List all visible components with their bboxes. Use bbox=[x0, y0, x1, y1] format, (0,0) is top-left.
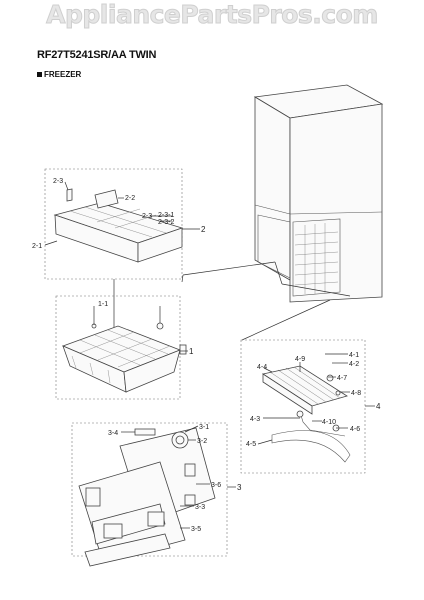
callout-3: 3 bbox=[237, 483, 242, 492]
callout-2-3: 2-3 bbox=[53, 178, 63, 185]
callout-3-6: 3-6 bbox=[211, 482, 221, 489]
evaporator-cover-assembly bbox=[78, 427, 216, 567]
callout-4-4: 4-4 bbox=[257, 364, 267, 371]
callout-4-7: 4-7 bbox=[337, 375, 347, 382]
refrigerator-cabinet bbox=[253, 84, 384, 303]
callout-1-1: 1-1 bbox=[98, 301, 108, 308]
callout-4-6: 4-6 bbox=[350, 426, 360, 433]
callout-3-4: 3-4 bbox=[108, 430, 118, 437]
upper-drawer-assembly bbox=[53, 188, 184, 263]
callout-4-8: 4-8 bbox=[351, 390, 361, 397]
callout-4-3: 4-3 bbox=[250, 416, 260, 423]
callout-4: 4 bbox=[376, 402, 381, 411]
callout-2-3-1: 2-3-1 bbox=[158, 212, 174, 219]
callout-2: 2 bbox=[201, 225, 206, 234]
callout-3-2: 3-2 bbox=[197, 438, 207, 445]
group-2-box bbox=[44, 168, 183, 280]
watermark: AppliancePartsPros.com bbox=[46, 0, 379, 30]
group-1-box bbox=[55, 295, 181, 400]
group-3-box bbox=[71, 422, 228, 557]
callout-4-9: 4-9 bbox=[295, 356, 305, 363]
callout-3-1: 3-1 bbox=[199, 424, 209, 431]
callout-1: 1 bbox=[189, 347, 194, 356]
model-title: RF27T5241SR/AA TWIN bbox=[37, 49, 157, 61]
callout-3-5: 3-5 bbox=[191, 526, 201, 533]
callout-2-3-2: 2-3-2 bbox=[158, 219, 174, 226]
section-label: FREEZER bbox=[37, 70, 81, 79]
callout-4-10: 4-10 bbox=[322, 419, 336, 426]
lower-basket bbox=[61, 322, 187, 393]
group-4-box bbox=[240, 339, 366, 474]
callout-4-1: 4-1 bbox=[349, 352, 359, 359]
callout-3-3: 3-3 bbox=[195, 504, 205, 511]
callout-2-3-label: 2-3 bbox=[142, 213, 152, 220]
callout-4-5: 4-5 bbox=[246, 441, 256, 448]
callout-2-1: 2-1 bbox=[32, 243, 42, 250]
section-label-text: FREEZER bbox=[44, 70, 82, 79]
bullet-square-icon bbox=[37, 72, 42, 77]
callout-2-2: 2-2 bbox=[125, 195, 135, 202]
callout-4-2: 4-2 bbox=[349, 361, 359, 368]
